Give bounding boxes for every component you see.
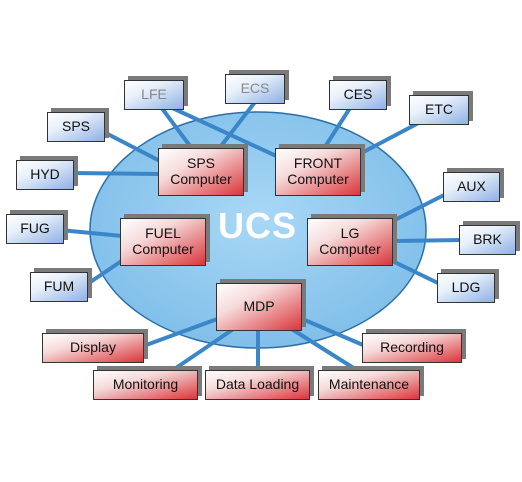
connector-display-mdp — [136, 316, 222, 350]
connector-monitoring-mdp — [168, 328, 234, 374]
sps-computer-box: SPS Computer — [158, 148, 244, 196]
monitoring-box: Monitoring — [93, 370, 198, 400]
aux-box: AUX — [443, 172, 500, 202]
connector-sps-sps — [94, 126, 160, 162]
connector-lfe-sps — [156, 101, 195, 152]
connector-ecs-sps — [216, 100, 257, 152]
ecs-box: ECS — [225, 74, 285, 104]
connector-hyd-sps — [68, 171, 160, 176]
ucs-label: UCS — [217, 205, 297, 246]
display-box: Display — [42, 333, 144, 363]
lfe-box: LFE — [124, 80, 184, 110]
connector-aux-lg — [383, 191, 450, 227]
connector-brk-lg — [391, 238, 464, 243]
brk-box: BRK — [459, 225, 516, 255]
data-loading-box: Data Loading — [205, 370, 310, 400]
connector-ces-front — [321, 106, 352, 152]
connector-lfe-front — [153, 98, 287, 162]
fum-box: FUM — [30, 272, 88, 302]
connector-maintenance-mdp — [288, 326, 362, 374]
mdp-computer-box: MDP — [216, 283, 302, 331]
sps-box: SPS — [47, 112, 105, 142]
recording-box: Recording — [362, 333, 462, 363]
fuel-computer-box: FUEL Computer — [120, 218, 206, 266]
maintenance-box: Maintenance — [318, 370, 420, 400]
connector-recording-mdp — [298, 316, 372, 350]
hyd-box: HYD — [16, 160, 74, 190]
etc-box: ETC — [409, 95, 469, 125]
front-computer-box: FRONT Computer — [275, 148, 361, 196]
fug-box: FUG — [6, 214, 64, 244]
lg-computer-box: LG Computer — [307, 218, 393, 266]
connector-fug-fuel — [58, 228, 124, 238]
ces-box: CES — [329, 80, 387, 110]
ldg-box: LDG — [437, 273, 495, 303]
connector-fum-fuel — [84, 256, 128, 287]
